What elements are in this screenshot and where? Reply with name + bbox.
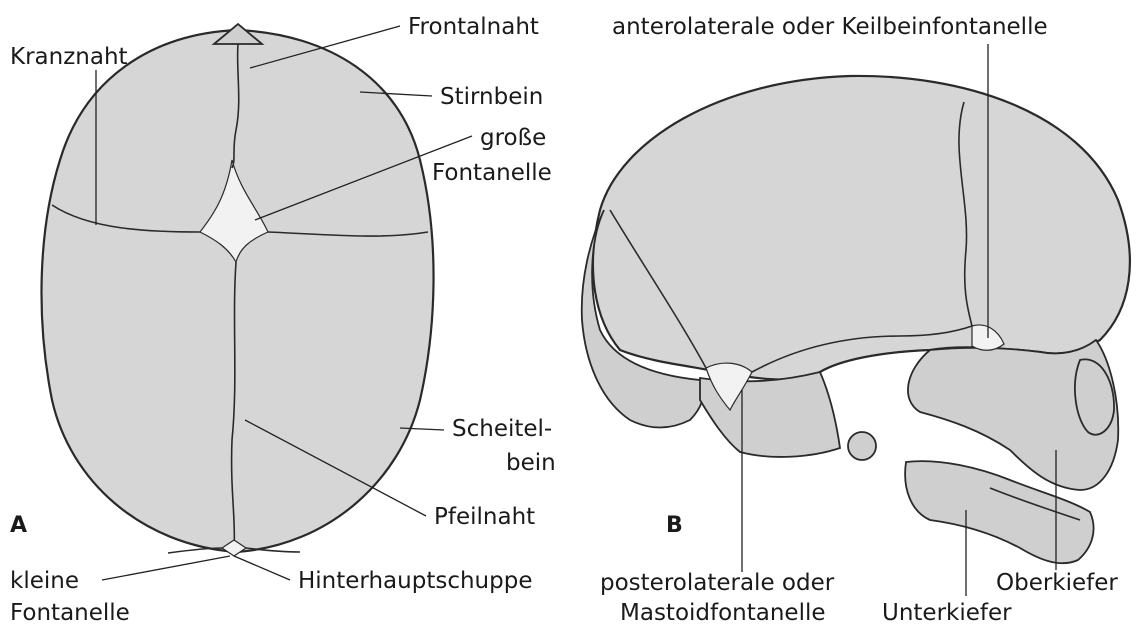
label-hinterhauptschuppe: Hinterhauptschuppe	[298, 568, 532, 594]
label-keilbeinfontanelle: anterolaterale oder Keilbeinfontanelle	[612, 14, 1048, 40]
label-grosse: große	[480, 125, 546, 151]
label-posterolaterale: posterolaterale oder	[600, 570, 835, 596]
leader-kleine-fontanelle	[102, 556, 230, 580]
label-kleine: kleine	[10, 568, 79, 594]
panel-label-b: B	[666, 513, 683, 538]
label-kleine-fontanelle: Fontanelle	[10, 600, 130, 626]
skull-top-outline	[42, 30, 434, 552]
leader-hinterhauptschuppe	[234, 556, 290, 580]
label-bein: bein	[506, 450, 556, 476]
skull-side-outline	[593, 76, 1130, 380]
skull-top-view	[42, 24, 434, 556]
ear-opening	[848, 432, 876, 460]
label-kranznaht: Kranznaht	[10, 44, 128, 70]
label-grosse-fontanelle: Fontanelle	[432, 160, 552, 186]
panel-label-a: A	[10, 513, 27, 538]
label-unterkiefer: Unterkiefer	[882, 600, 1012, 626]
label-frontalnaht: Frontalnaht	[408, 14, 539, 40]
label-oberkiefer: Oberkiefer	[996, 570, 1118, 596]
label-stirnbein: Stirnbein	[440, 84, 543, 110]
label-scheitel: Scheitel-	[452, 416, 552, 442]
label-mastoidfontanelle: Mastoidfontanelle	[620, 600, 826, 626]
skull-side-view	[582, 76, 1130, 563]
label-pfeilnaht: Pfeilnaht	[434, 504, 535, 530]
